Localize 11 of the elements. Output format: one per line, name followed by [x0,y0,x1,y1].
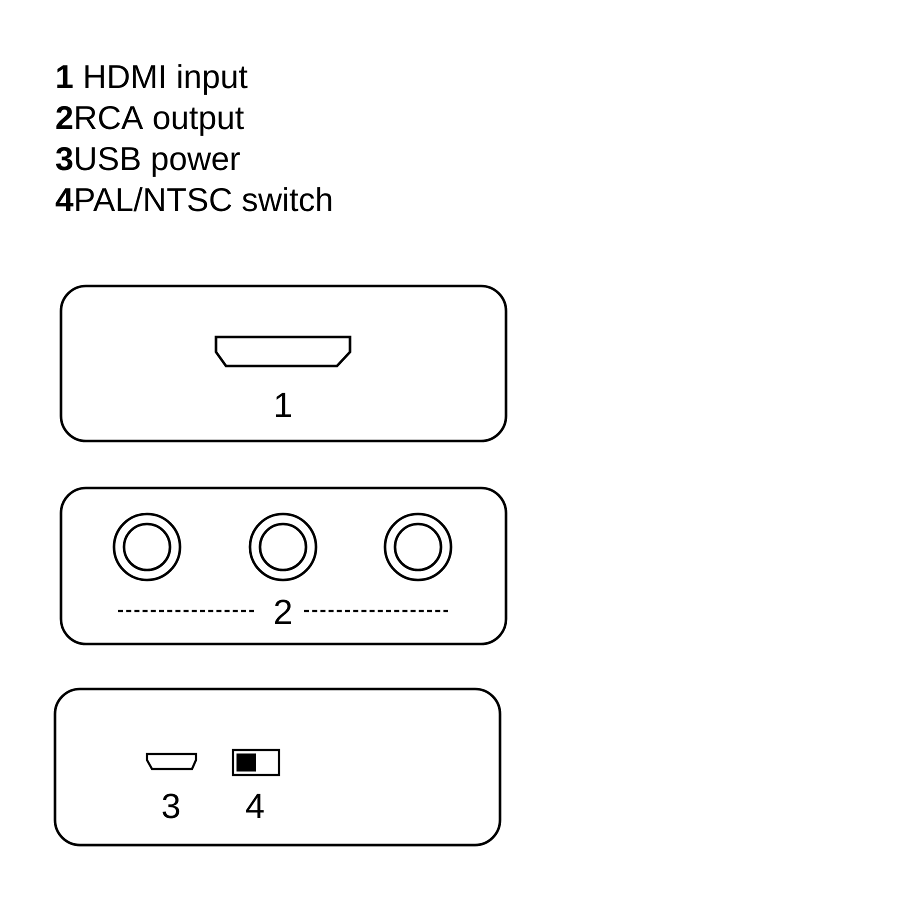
panel-box [60,284,508,442]
key-text: 1 HDMI input [57,64,248,95]
key-text: 2RCA output [56,106,244,136]
callout-number: 1 [276,392,292,417]
key-text: 4PAL/NTSC switch [56,187,332,212]
callout-number: 3 [162,794,180,818]
panel-box [60,486,508,646]
callout-number: 4 [246,794,264,818]
callout-number: 2 [275,600,291,624]
panel-box [54,688,502,846]
key-text: 3USB power [56,146,240,177]
